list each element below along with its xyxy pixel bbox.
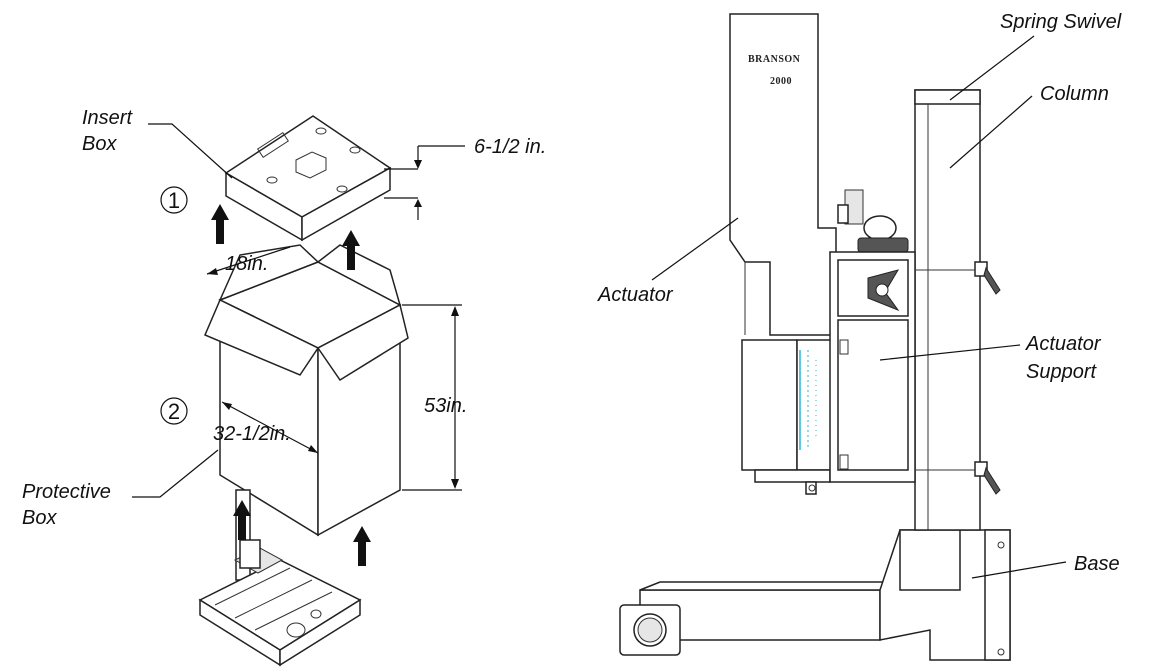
lift-arrow-box-left — [233, 500, 251, 540]
actuator-support-leader — [879, 344, 1021, 361]
box-height-dimension: 53in. — [402, 304, 467, 491]
box-depth-dimension: 18in. — [206, 246, 291, 275]
insert-height-label: 6-1/2 in. — [474, 136, 546, 158]
lift-arrow-insert-right — [342, 230, 360, 270]
actuator-support-label-line2: Support — [1026, 361, 1097, 383]
welder-assembly: BRANSON 2000 — [619, 13, 1011, 661]
actuator-support-carriage — [829, 251, 975, 483]
lift-arrow-box-right — [353, 526, 371, 566]
branson-logo: BRANSON — [748, 54, 801, 65]
box-width-dimension: 32-1/2in. — [213, 401, 319, 454]
column-label: Column — [1040, 83, 1109, 105]
box-height-label: 53in. — [424, 395, 467, 417]
step-2-number: 2 — [168, 399, 180, 424]
lift-arrow-insert-left — [211, 204, 229, 244]
actuator-leader — [651, 217, 739, 281]
welder-column — [914, 89, 1001, 531]
insert-box-leader — [148, 123, 233, 179]
protective-box — [204, 244, 409, 537]
protective-box-label-line1: Protective — [22, 481, 111, 503]
insert-height-dimension: 6-1/2 in. — [384, 136, 546, 220]
insert-box-label-line2: Box — [82, 133, 117, 155]
box-width-label: 32-1/2in. — [213, 423, 291, 445]
insert-box — [224, 115, 392, 242]
spring-swivel-leader — [949, 35, 1035, 101]
column-leader — [949, 95, 1033, 169]
step-1-marker: 1 — [160, 186, 188, 214]
actuator-housing: BRANSON 2000 — [729, 13, 909, 336]
base-leader — [971, 561, 1067, 579]
actuator-support-label-line1: Actuator — [1025, 333, 1102, 355]
model-number: 2000 — [770, 76, 792, 87]
base-label: Base — [1074, 553, 1120, 575]
box-depth-label: 18in. — [225, 253, 268, 275]
actuator-lower-stack — [741, 339, 833, 495]
spring-swivel-label: Spring Swivel — [1000, 11, 1122, 33]
insert-box-label-line1: Insert — [82, 107, 133, 129]
step-2-marker: 2 — [160, 397, 188, 425]
step-1-number: 1 — [168, 188, 180, 213]
actuator-label: Actuator — [597, 284, 674, 306]
protective-box-label-line2: Box — [22, 507, 57, 529]
protective-box-leader — [132, 449, 219, 498]
welder-base — [619, 529, 1011, 661]
